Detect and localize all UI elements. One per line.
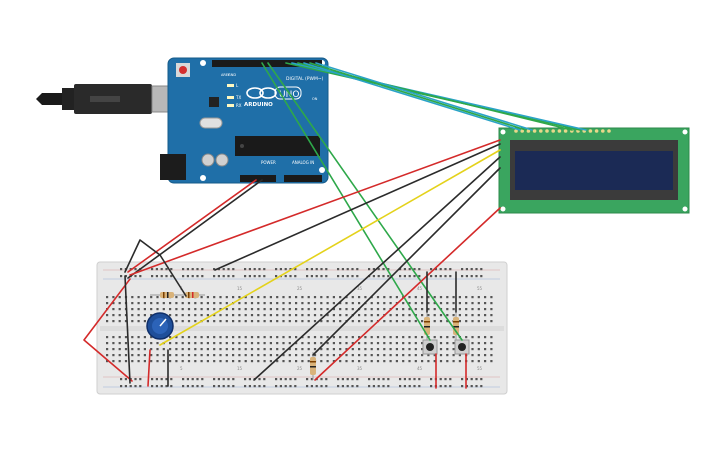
on-label: ON [312,97,318,101]
wire-black-backlight-k [312,167,501,356]
column-number: 5 [180,366,183,371]
analog-label: ANALOG IN [292,160,314,165]
power-jack [160,154,186,180]
wire-red-5v [127,179,257,273]
wire-cyan-d4 [303,62,521,131]
usb-cable [36,84,173,114]
arduino-logo-icon [246,87,277,99]
atmega-chip [235,136,320,156]
resistor-horizontal [150,292,205,298]
column-number: 45 [417,286,423,291]
column-number: 45 [417,366,423,371]
column-number: 35 [357,286,363,291]
wires [83,62,587,389]
column-number: 55 [477,286,483,291]
pushbutton-2 [454,339,470,355]
column-number: 25 [297,366,303,371]
potentiometer [146,312,174,340]
l-label: L [236,83,239,88]
column-number: 15 [237,366,243,371]
digital-label: DIGITAL (PWM~) [286,76,324,82]
aref-label: AREF [221,73,230,77]
rx-label: RX [236,103,242,108]
wire-green-button-2 [267,62,463,341]
lcd-screen [515,151,673,190]
pushbutton-1 [422,339,438,355]
tx-label: TX [235,95,241,100]
power-label: POWER [261,160,276,165]
digital-header [212,60,322,67]
arduino-model: UNO [279,90,299,100]
column-number: 55 [477,366,483,371]
arduino-brand: ARDUINO [244,102,273,108]
gnd-label: GND [228,73,236,77]
reset-button [179,66,187,74]
wire-green-button-1 [261,62,431,341]
wire-black-gnd [127,179,263,279]
column-number: 15 [237,286,243,291]
analog-header [284,175,322,182]
wire-red-pot [147,349,151,387]
lcd-display [498,127,690,214]
wire-yellow-contrast [159,149,501,346]
wire-black-loop [124,239,187,297]
power-header [240,175,276,182]
wire-red-left-rail [83,278,133,382]
wire-black-lcd-gnd [214,143,501,271]
arduino-uno-board: DIGITAL (PWM~) AREF GND L TX RX ARDUINO … [160,57,329,184]
column-number: 25 [297,286,303,291]
wire-cyan-d6 [315,62,533,131]
wire-green-d5 [309,62,527,131]
resistor-vertical-left [310,352,316,380]
wire-black-left-vertical [124,275,131,384]
wire-black-rw [253,156,501,381]
column-number: 35 [357,366,363,371]
breadboard-holes [106,268,493,388]
wire-red-lcd-vcc [129,139,501,276]
wire-red-backlight-a [314,207,501,381]
